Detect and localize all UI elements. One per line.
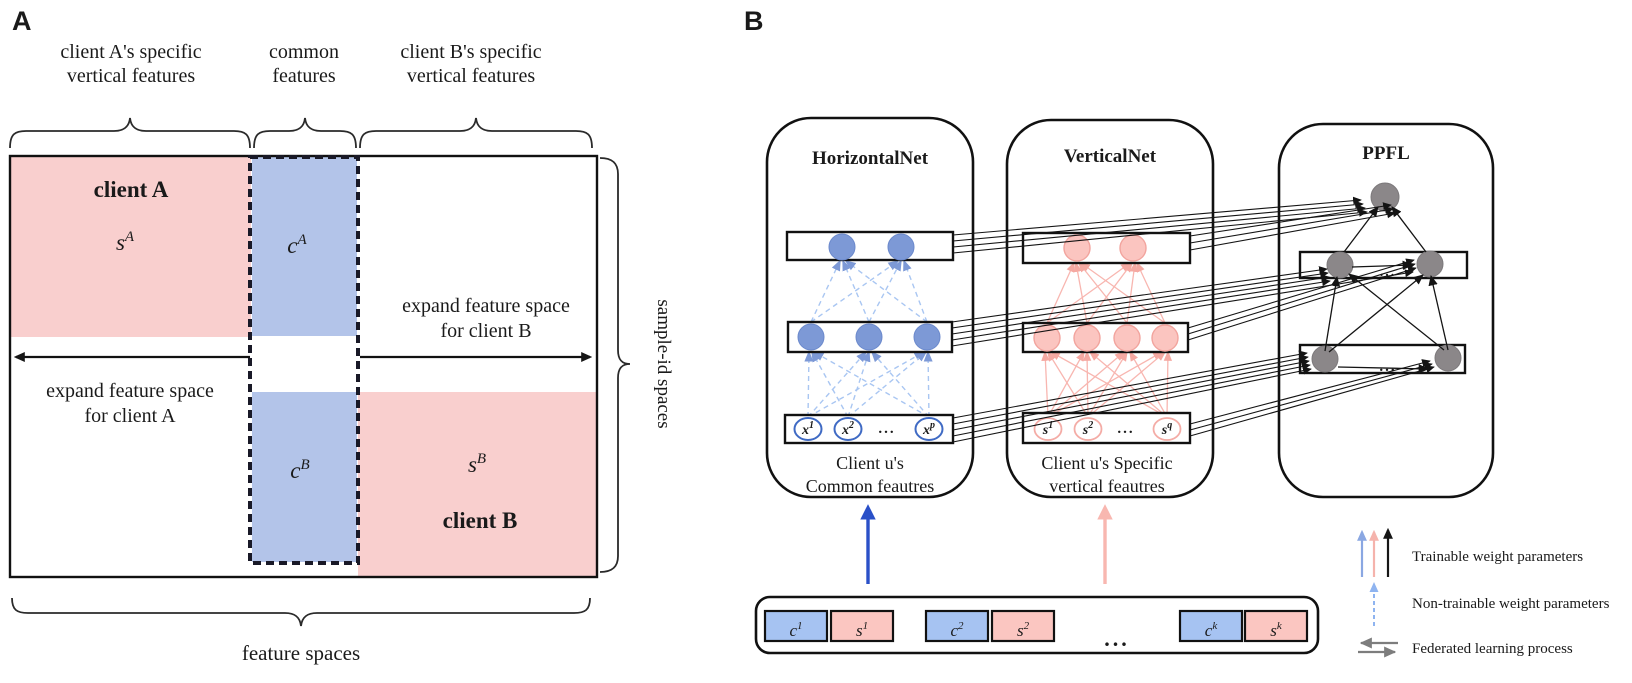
label-common: common — [269, 41, 339, 63]
h-input-x2: x2 — [841, 420, 854, 438]
v-input-s1: s1 — [1042, 420, 1053, 438]
label-client-a-specific: client A's specific — [60, 41, 201, 63]
v-input-ellipse — [1073, 417, 1103, 441]
strip-s1-box — [829, 609, 895, 643]
h-input-ellipse — [793, 417, 823, 441]
c-a-region — [252, 157, 357, 336]
h-top-layer-box — [785, 230, 955, 262]
horizontalnet-box — [765, 116, 975, 499]
brace-sample-id — [599, 157, 631, 573]
client-b-title: client B — [443, 508, 518, 533]
expand-b-line1: expand feature space — [402, 295, 570, 317]
panel-b-label: B — [744, 6, 764, 36]
verticalnet-connections — [1041, 261, 1173, 418]
column-labels: client A's specific vertical features co… — [60, 41, 541, 87]
ppfl-top-node — [1370, 182, 1400, 212]
strip-sk-box — [1243, 609, 1309, 643]
h-caption-2: Common feautres — [806, 476, 934, 496]
verticalnet-title: VerticalNet — [1064, 146, 1157, 167]
ppfl-box — [1277, 122, 1495, 499]
h-mid-node — [855, 323, 883, 351]
ppfl-mid-node — [1416, 250, 1444, 278]
brace-feature-spaces — [11, 597, 591, 627]
s-b-symbol: sB — [468, 451, 486, 477]
legend: Trainable weight parameters Non-trainabl… — [1357, 527, 1610, 658]
strip-c1: c1 — [789, 620, 802, 640]
h-input-dots: ... — [878, 421, 895, 437]
feature-spaces-label: feature spaces — [242, 641, 360, 665]
c-a-symbol: cA — [287, 232, 307, 258]
h-input-ellipse — [833, 417, 863, 441]
h-mid-node — [797, 323, 825, 351]
h-caption-1: Client u's — [836, 453, 904, 473]
v-caption-2: vertical feautres — [1049, 476, 1164, 496]
ppfl-layers: ... ... — [1298, 182, 1469, 375]
legend-trainable-label: Trainable weight parameters — [1412, 549, 1583, 565]
v-input-dots: ... — [1117, 421, 1134, 437]
h-input-x1: x1 — [801, 420, 814, 438]
ppfl-bottom-node — [1311, 345, 1339, 373]
v-input-sq: sq — [1161, 420, 1172, 438]
expand-b-line2: for client B — [440, 320, 531, 342]
ppfl-bottom-dots: ... — [1379, 359, 1396, 375]
horizontalnet-connections — [804, 259, 933, 418]
panel-a: A client A's specific vertical features … — [8, 6, 674, 665]
h-input-ellipse — [914, 417, 944, 441]
ppfl-title: PPFL — [1362, 143, 1410, 164]
legend-nontrainable-label: Non-trainable weight parameters — [1412, 596, 1610, 612]
label-client-b-specific: client B's specific — [400, 41, 541, 63]
v-mid-node — [1073, 324, 1101, 352]
v-input-s2: s2 — [1082, 420, 1093, 438]
sample-id-label: sample-id spaces — [653, 299, 674, 428]
panel-a-label: A — [12, 6, 32, 36]
v-caption-1: Client u's Specific — [1041, 453, 1172, 473]
v-input-ellipse — [1152, 417, 1182, 441]
weight-transfer-bundles — [951, 196, 1435, 443]
label-client-a-specific-2: vertical features — [67, 65, 195, 87]
client-b-region — [358, 392, 596, 576]
strip-ck: ck — [1205, 620, 1219, 640]
strip-c1-box — [763, 609, 829, 643]
strip-s1: s1 — [856, 620, 868, 640]
feature-strip: c1 s1 c2 s2 ... ck sk — [754, 595, 1320, 655]
horizontalnet-title: HorizontalNet — [812, 148, 929, 169]
c-b-region — [252, 392, 357, 562]
strip-c2-box — [924, 609, 990, 643]
label-client-b-specific-2: vertical features — [407, 65, 535, 87]
common-dashed-rect — [248, 155, 360, 565]
label-common-2: features — [272, 65, 336, 87]
ppfl-bottom-node — [1434, 344, 1462, 372]
panel-b: B HorizontalNet VerticalNet PPFL — [744, 6, 1610, 658]
h-mid-node — [913, 323, 941, 351]
h-top-node — [887, 233, 915, 261]
expand-a-line2: for client A — [84, 405, 176, 427]
client-a-title: client A — [94, 177, 169, 202]
h-top-node — [828, 233, 856, 261]
s-a-symbol: sA — [116, 229, 135, 255]
expand-a-line1: expand feature space — [46, 380, 214, 402]
verticalnet-box — [1005, 118, 1215, 499]
v-mid-node — [1151, 324, 1179, 352]
v-top-node — [1119, 234, 1147, 262]
brace-client-a — [9, 117, 251, 149]
brace-client-b — [359, 117, 593, 149]
c-b-symbol: cB — [290, 457, 309, 483]
strip-c2: c2 — [950, 620, 964, 640]
v-mid-node — [1113, 324, 1141, 352]
brace-common — [253, 117, 357, 149]
client-a-region — [11, 157, 251, 337]
v-top-node — [1063, 234, 1091, 262]
horizontalnet-layers: x1 x2 ... xp — [783, 230, 955, 445]
strip-ck-box — [1178, 609, 1244, 643]
strip-s2-box — [990, 609, 1056, 643]
h-input-xp: xp — [922, 420, 935, 438]
strip-sk: sk — [1270, 620, 1283, 640]
strip-dots: ... — [1104, 626, 1130, 651]
strip-s2: s2 — [1017, 620, 1030, 640]
legend-federated-label: Federated learning process — [1412, 641, 1573, 657]
